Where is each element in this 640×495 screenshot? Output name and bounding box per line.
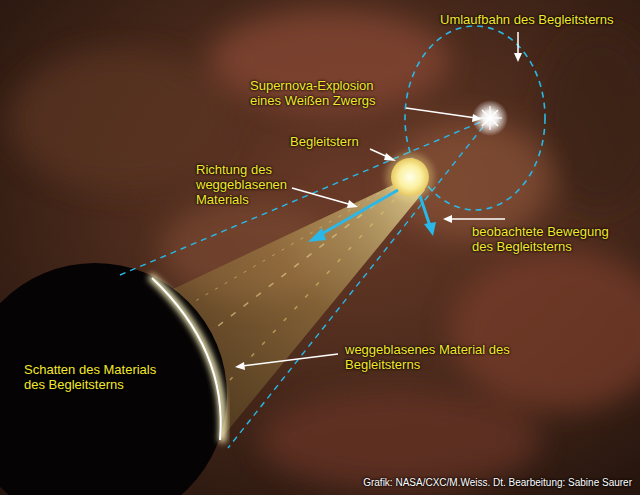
supernova-rays [478,106,502,130]
material-shadow [0,263,227,495]
supernova-label: Supernova-Explosion eines Weißen Zwergs [250,78,400,108]
orbit-label: Umlaufbahn des Begleitsterns [440,12,635,27]
cone-edge-line [120,118,490,275]
shadow-rim-core [152,278,221,440]
leader-arrows [235,32,522,370]
supernova-glow [472,100,508,136]
companion-label: Begleitstern [290,134,370,149]
shadow-rim [150,276,223,442]
motion-label: beobachtete Bewegung des Begleitsterns [472,224,632,254]
shadow-label: Schatten des Materials des Begleitsterns [24,362,174,392]
credit-note: Grafik: NASA/CXC/M.Weiss. Dt. Bearbeitun… [363,477,632,489]
direction-label: Richtung des weggeblasenen Materials [196,162,294,207]
material-label: weggeblasenes Material des Begleitsterns [345,342,510,372]
